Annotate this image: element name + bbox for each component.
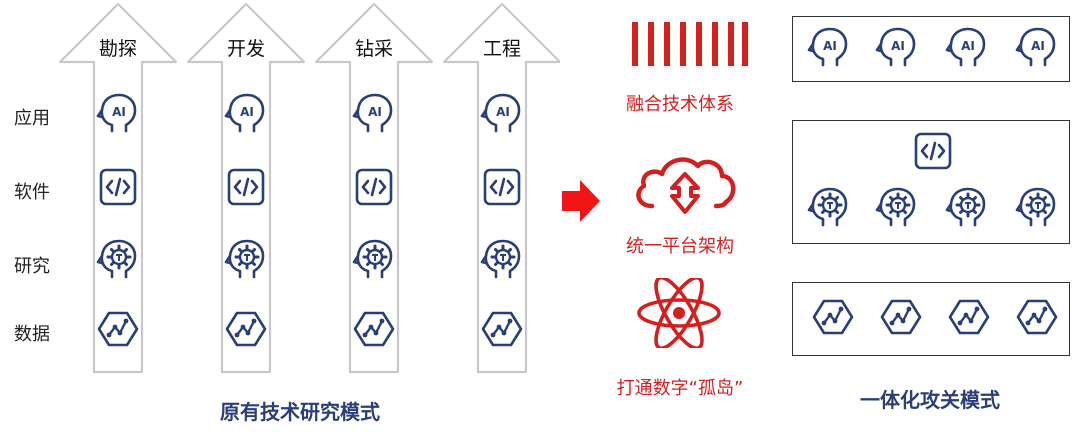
- ai-head-icon: [223, 90, 269, 136]
- integrated-software-research-box: [792, 120, 1070, 244]
- label-break-data-silos: 打通数字“孤岛”: [616, 378, 744, 399]
- code-icon: [223, 164, 269, 210]
- cloud-icon: [636, 157, 736, 214]
- data-hex-icon: [946, 294, 992, 340]
- data-hex-icon: [878, 294, 924, 340]
- code-icon: [910, 128, 956, 174]
- column-title-engineering: 工程: [482, 38, 521, 60]
- column-title-drilling: 钻采: [354, 38, 393, 60]
- data-hex-icon: [351, 306, 397, 352]
- ai-head-icon: [95, 90, 141, 136]
- left-caption: 原有技术研究模式: [220, 400, 380, 424]
- row-label-research: 研究: [14, 256, 50, 277]
- ai-head-icon: [351, 90, 397, 136]
- row-label-data: 数据: [14, 324, 50, 345]
- data-hex-icon: [1014, 294, 1060, 340]
- code-icon: [351, 164, 397, 210]
- gear-head-icon: [223, 236, 269, 282]
- red-right-arrow-icon: [562, 180, 600, 222]
- red-bars-icon: [632, 22, 748, 66]
- row-label-software: 软件: [14, 182, 50, 203]
- gear-head-icon: [1014, 184, 1060, 230]
- gear-head-icon: [479, 236, 525, 282]
- data-hex-icon: [810, 294, 856, 340]
- data-hex-icon: [479, 306, 525, 352]
- atom-icon: [637, 278, 721, 348]
- ai-head-icon: [479, 90, 525, 136]
- column-title-exploration: 勘探: [98, 38, 137, 60]
- ai-head-icon: [806, 24, 852, 70]
- row-label-application: 应用: [14, 108, 50, 129]
- code-icon: [479, 164, 525, 210]
- ai-head-icon: [874, 24, 920, 70]
- right-caption: 一体化攻关模式: [860, 388, 1000, 412]
- data-hex-icon: [223, 306, 269, 352]
- gear-head-icon: [95, 236, 141, 282]
- gear-head-icon: [944, 184, 990, 230]
- ai-head-icon: [1014, 24, 1060, 70]
- gear-head-icon: [806, 184, 852, 230]
- label-fusion-system: 融合技术体系: [626, 94, 734, 115]
- label-unified-platform: 统一平台架构: [626, 236, 734, 257]
- integrated-data-box: [792, 282, 1070, 356]
- gear-head-icon: [351, 236, 397, 282]
- column-title-development: 开发: [226, 38, 265, 60]
- gear-head-icon: [874, 184, 920, 230]
- ai-head-icon: [944, 24, 990, 70]
- integrated-application-box: [792, 16, 1070, 82]
- data-hex-icon: [95, 306, 141, 352]
- code-icon: [95, 164, 141, 210]
